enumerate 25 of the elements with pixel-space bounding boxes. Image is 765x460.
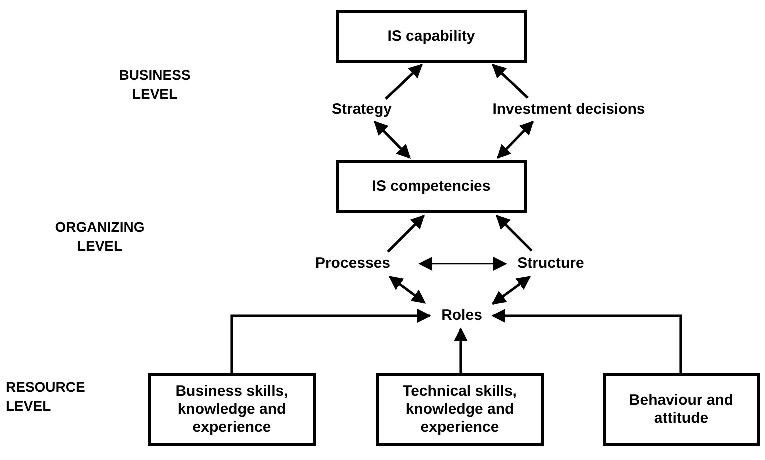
- arrow: [230, 309, 432, 373]
- arrow: [492, 64, 529, 99]
- arrow: [496, 215, 533, 252]
- level-label: RESOURCE LEVEL: [6, 378, 86, 416]
- arrow: [454, 328, 468, 373]
- node-label: Structure: [508, 253, 594, 275]
- arrow: [497, 121, 534, 159]
- level-label: BUSINESS LEVEL: [118, 66, 192, 104]
- arrow: [492, 309, 682, 373]
- arrow: [492, 276, 532, 306]
- process-box: Technical skills, knowledge and experience: [376, 373, 544, 446]
- arrow: [387, 215, 425, 253]
- process-box: IS capability: [336, 10, 527, 63]
- arrow: [418, 257, 508, 271]
- process-box: IS competencies: [336, 160, 527, 213]
- process-box: Behaviour and attitude: [603, 373, 760, 446]
- node-label: Investment decisions: [470, 99, 668, 121]
- arrow: [388, 276, 426, 304]
- arrow: [385, 64, 424, 100]
- arrow: [374, 121, 411, 159]
- level-label: ORGANIZING LEVEL: [54, 218, 146, 256]
- node-label: Processes: [303, 253, 403, 275]
- process-box: Business skills, knowledge and experience: [148, 373, 316, 446]
- node-label: Strategy: [322, 99, 402, 121]
- node-label: Roles: [436, 304, 488, 328]
